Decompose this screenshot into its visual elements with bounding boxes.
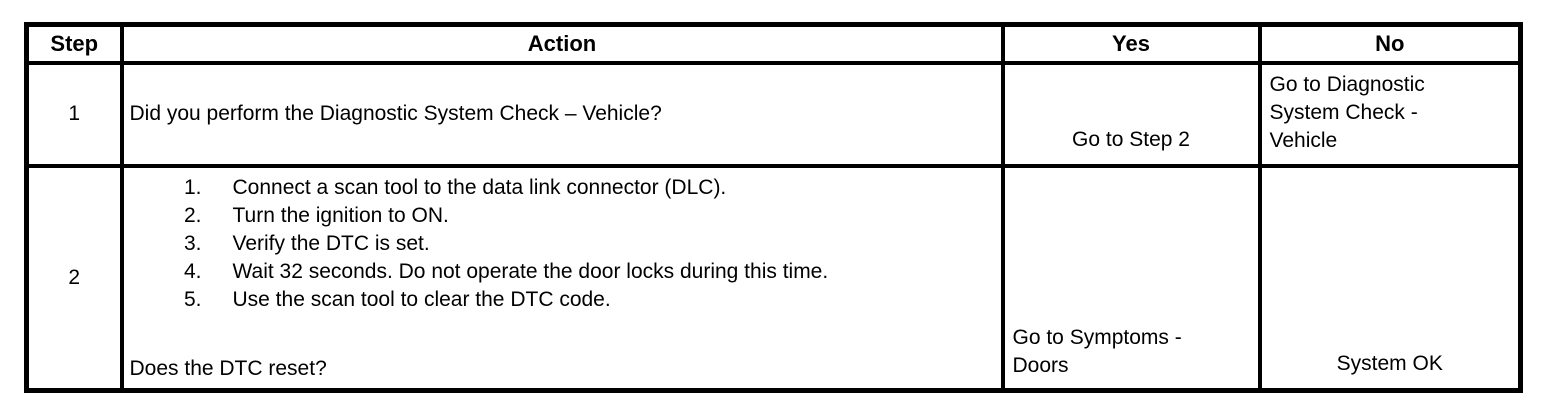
list-text: Turn the ignition to ON.	[232, 203, 449, 227]
list-text: Use the scan tool to clear the DTC code.	[232, 287, 611, 311]
list-number: 1.	[183, 175, 202, 199]
no-instruction: System OK	[1257, 163, 1523, 393]
step-number: 1	[24, 60, 124, 168]
list-number: 4.	[183, 259, 202, 283]
list-item: 5. Use the scan tool to clear the DTC co…	[130, 286, 995, 314]
table-row-step-1: 1 Did you perform the Diagnostic System …	[24, 60, 1523, 168]
list-text: Verify the DTC is set.	[232, 231, 430, 255]
column-header-no: No	[1257, 22, 1523, 65]
column-header-action: Action	[119, 22, 1005, 65]
step-number: 2	[24, 163, 124, 393]
table-header-row: Step Action Yes No	[24, 22, 1523, 65]
list-number: 5.	[183, 287, 202, 311]
action-cell: Did you perform the Diagnostic System Ch…	[119, 60, 1005, 168]
yes-instruction: Go to Symptoms - Doors	[1000, 163, 1262, 393]
no-instruction: Go to Diagnostic System Check - Vehicle	[1257, 60, 1523, 168]
action-numbered-list: 1. Connect a scan tool to the data link …	[130, 174, 995, 314]
list-item: 4. Wait 32 seconds. Do not operate the d…	[130, 258, 995, 286]
action-content: 1. Connect a scan tool to the data link …	[130, 174, 995, 382]
list-item: 3. Verify the DTC is set.	[130, 230, 995, 258]
list-item: 1. Connect a scan tool to the data link …	[130, 174, 995, 202]
action-cell: 1. Connect a scan tool to the data link …	[119, 163, 1005, 393]
column-header-step: Step	[24, 22, 124, 65]
diagnostic-procedure-table: Step Action Yes No 1 Did you perform the…	[24, 22, 1523, 393]
table-row-step-2: 2 1. Connect a scan tool to the data lin…	[24, 163, 1523, 393]
list-item: 2. Turn the ignition to ON.	[130, 202, 995, 230]
action-question: Does the DTC reset?	[129, 356, 327, 380]
list-number: 3.	[183, 231, 202, 255]
list-text: Connect a scan tool to the data link con…	[232, 175, 727, 199]
list-text: Wait 32 seconds. Do not operate the door…	[232, 259, 829, 283]
yes-instruction: Go to Step 2	[1000, 60, 1262, 168]
list-number: 2.	[183, 203, 202, 227]
column-header-yes: Yes	[1000, 22, 1262, 65]
action-question: Did you perform the Diagnostic System Ch…	[129, 102, 662, 125]
